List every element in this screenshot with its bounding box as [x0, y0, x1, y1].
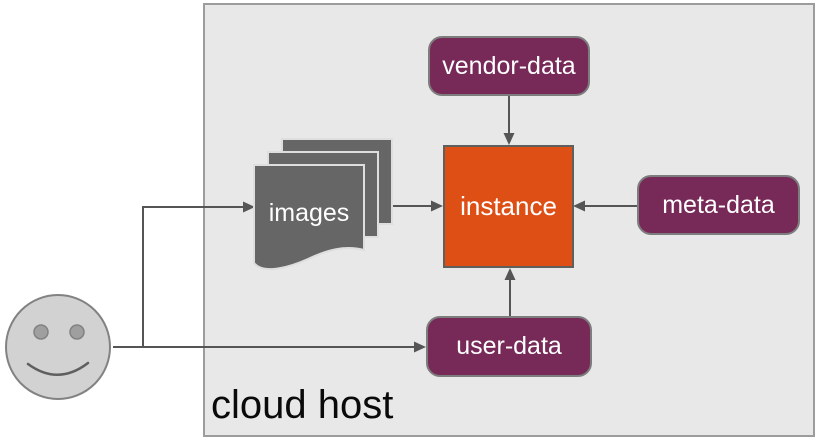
- smiley-left-eye: [33, 324, 49, 340]
- images-stack-icon: images: [253, 138, 393, 271]
- user-smiley-icon: [5, 294, 111, 400]
- smiley-mouth: [26, 361, 90, 376]
- user-data-label: user-data: [456, 332, 562, 360]
- image-page-front: [253, 164, 365, 271]
- images-label: images: [269, 199, 350, 227]
- smiley-right-eye: [69, 324, 85, 340]
- meta-data-label: meta-data: [662, 190, 775, 219]
- vendor-data-node: vendor-data: [428, 36, 590, 96]
- instance-node: instance: [443, 145, 574, 268]
- instance-label: instance: [460, 191, 557, 221]
- smiley-head: [5, 294, 111, 400]
- user-data-node: user-data: [426, 316, 592, 377]
- cloud-host-label: cloud host: [211, 383, 394, 427]
- meta-data-node: meta-data: [637, 175, 800, 235]
- vendor-data-label: vendor-data: [442, 51, 576, 80]
